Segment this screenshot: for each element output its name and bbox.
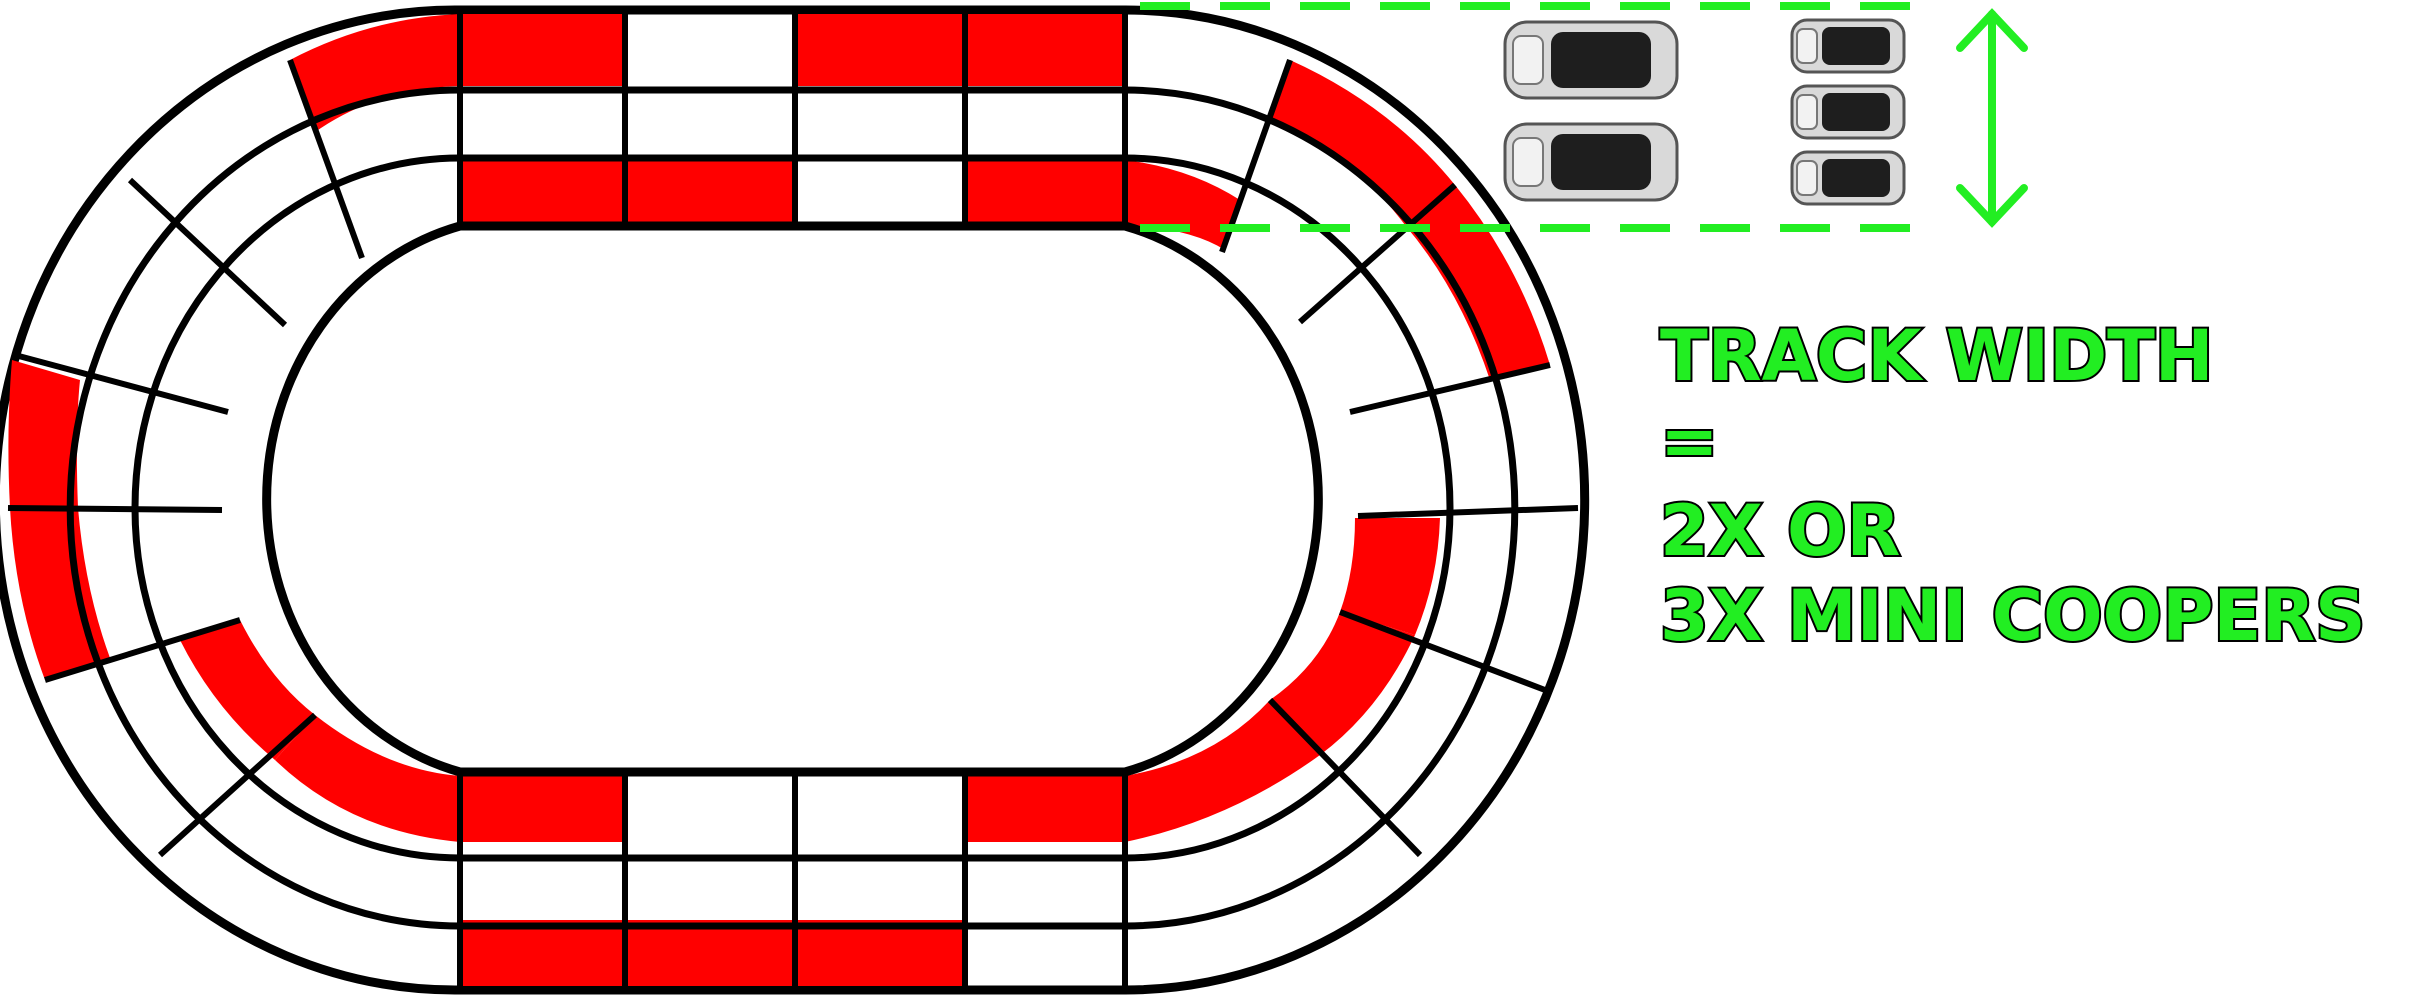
curve-dividers bbox=[7, 58, 1579, 858]
mini-cooper-group-small bbox=[1790, 18, 1906, 206]
mini-cooper-group-large bbox=[1503, 20, 1679, 202]
caption-line-2: = bbox=[1660, 400, 1719, 482]
straight-dividers bbox=[457, 10, 1128, 990]
track-width-indicator bbox=[1140, 2, 2028, 232]
caption-line-1: TRACK WIDTH bbox=[1660, 315, 2214, 397]
race-track bbox=[0, 5, 1590, 995]
mini-cooper-icon bbox=[1790, 18, 1906, 74]
double-arrow-vertical-icon bbox=[1956, 8, 2028, 228]
red-blocks-bottom bbox=[460, 776, 1125, 986]
mini-cooper-icon bbox=[1790, 84, 1906, 140]
red-blocks-curves bbox=[8, 14, 1550, 842]
caption-line-4: 3X MINI COOPERS bbox=[1660, 575, 2366, 657]
red-blocks-top-inner bbox=[460, 160, 1125, 225]
mini-cooper-icon bbox=[1503, 20, 1679, 100]
mini-cooper-icon bbox=[1503, 122, 1679, 202]
mini-cooper-icon bbox=[1790, 150, 1906, 206]
caption-line-3: 2X OR bbox=[1660, 490, 1900, 572]
red-blocks-top-outer bbox=[460, 14, 1125, 86]
caption-block: TRACK WIDTH = 2X OR 3X MINI COOPERS bbox=[1658, 313, 2368, 659]
track-infield bbox=[262, 221, 1323, 777]
